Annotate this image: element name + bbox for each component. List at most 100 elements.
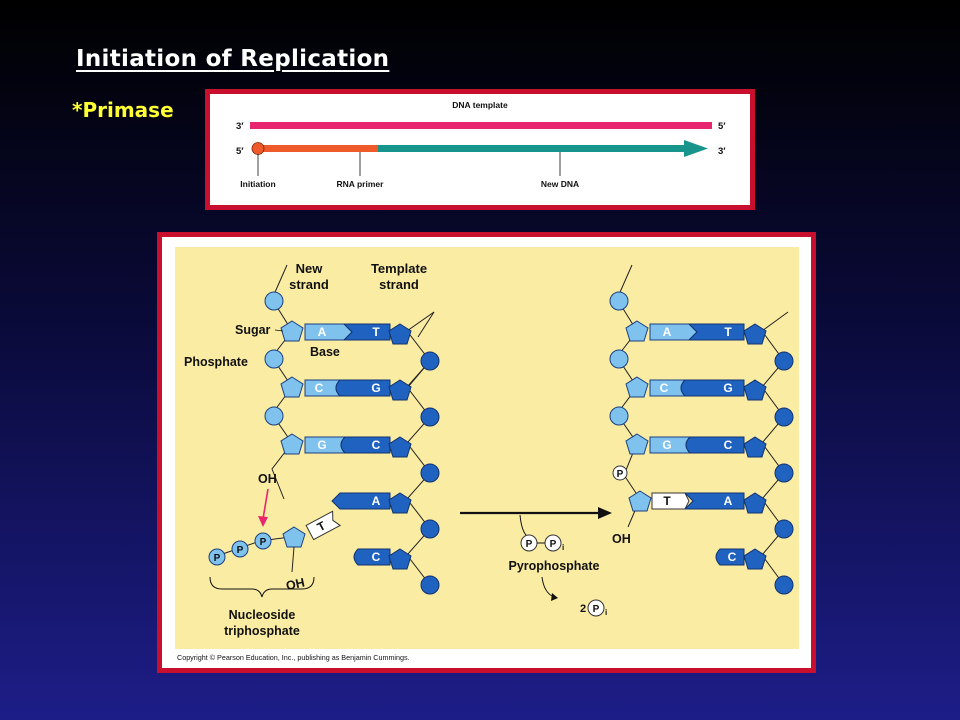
two-label: 2 (580, 603, 586, 615)
phosphate-circle (264, 291, 284, 311)
base-letter: C (315, 381, 324, 395)
template-phosphate (774, 407, 794, 427)
base-letter: C (728, 550, 737, 564)
phosphate-label: Phosphate (184, 355, 248, 369)
template-phosphate (774, 463, 794, 483)
svg-text:P: P (550, 539, 557, 550)
oh-label-right: OH (612, 532, 631, 546)
new-strand-backbone-right (616, 264, 641, 528)
template-sugar (743, 492, 767, 514)
new-bond-phosphate (612, 465, 628, 481)
template-phosphate (774, 351, 794, 371)
rna-primer-label: RNA primer (337, 179, 385, 189)
pyrophosphate-label: Pyrophosphate (509, 559, 600, 573)
template-strand-bar (250, 122, 712, 129)
sugar-pentagon (280, 376, 304, 398)
attack-arrow (262, 488, 269, 520)
base-letter: C (372, 550, 381, 564)
inorganic-phosphate (587, 599, 605, 617)
template-sugar (743, 323, 767, 345)
template-phosphate (774, 575, 794, 595)
phosphate-circle (264, 406, 284, 426)
base-c (340, 436, 391, 454)
pi-subscript: i (562, 543, 564, 552)
template-sugar (743, 436, 767, 458)
rna-primer-bar (258, 145, 378, 152)
dna-template-svg: DNA template 3′ 5′ 5′ 3′ Initiation RNA … (236, 100, 726, 189)
svg-text:P: P (526, 539, 533, 550)
phosphate-circle (264, 349, 284, 369)
triphosphate-brace (209, 576, 315, 598)
new-strand-label-2: strand (289, 277, 329, 292)
pyro-p2 (544, 534, 562, 552)
svg-text:P: P (237, 545, 244, 556)
base-letter: C (724, 438, 733, 452)
svg-text:P: P (593, 604, 600, 615)
initiation-point (251, 142, 265, 155)
template-sugar (388, 379, 412, 401)
nucleotide-addition-svg: New strand Template strand Sugar Phospha… (162, 237, 811, 668)
phosphate-p3 (254, 532, 272, 550)
new-dna-bar (378, 145, 684, 152)
oh-label-left: OH (258, 472, 277, 486)
phosphate-p1 (208, 548, 226, 566)
end-3-top: 3′ (236, 121, 244, 132)
sugar-pentagon (625, 376, 649, 398)
sugar-pentagon (625, 433, 649, 455)
base-a (331, 492, 391, 510)
svg-text:P: P (214, 553, 221, 564)
base-g (680, 379, 745, 397)
template-sugar (388, 436, 412, 458)
base-letter: C (372, 438, 381, 452)
base-letter: G (317, 438, 326, 452)
phosphate-circle (609, 291, 629, 311)
template-sugar (743, 379, 767, 401)
base-c (685, 436, 745, 454)
template-phosphate (420, 575, 440, 595)
base-letter: A (318, 325, 327, 339)
base-letter: C (660, 381, 669, 395)
base-letter: A (663, 325, 672, 339)
template-sugar (388, 323, 412, 345)
slide-title: Initiation of Replication (76, 46, 390, 72)
base-c (715, 548, 745, 566)
template-strand-label-2: strand (379, 277, 419, 292)
primase-bullet: *Primase (72, 98, 174, 122)
sugar-pentagon (628, 490, 652, 512)
template-phosphate (774, 519, 794, 539)
base-label: Base (310, 345, 340, 359)
base-g (335, 379, 391, 397)
dna-template-diagram: DNA template 3′ 5′ 5′ 3′ Initiation RNA … (205, 89, 755, 210)
base-letter: G (662, 438, 671, 452)
base-letter: A (724, 494, 733, 508)
base-t (342, 323, 391, 341)
base-letter: G (371, 381, 380, 395)
template-phosphate (420, 407, 440, 427)
svg-text:P: P (617, 469, 624, 480)
template-phosphate (420, 351, 440, 371)
base-letter: A (372, 494, 381, 508)
phosphate-circle (609, 349, 629, 369)
sugar-label: Sugar (235, 323, 271, 337)
sugar-pentagon (280, 433, 304, 455)
base-letter: T (372, 325, 380, 339)
nucleoside-label-2: triphosphate (224, 624, 300, 638)
copyright-text: Copyright © Pearson Education, Inc., pub… (177, 653, 410, 662)
template-sugar (388, 492, 412, 514)
base-letter: G (723, 381, 732, 395)
base-a (304, 323, 353, 341)
base-letter: T (724, 325, 732, 339)
end-3-bottom: 3′ (718, 146, 726, 157)
initiation-label: Initiation (240, 179, 275, 189)
new-strand-label-1: New (296, 261, 324, 276)
template-strand-label-1: Template (371, 261, 427, 276)
template-phosphate (420, 519, 440, 539)
nucleoside-label-1: Nucleoside (229, 608, 296, 622)
base-t-new (651, 492, 690, 510)
sugar-pentagon (280, 320, 304, 342)
svg-text:P: P (260, 537, 267, 548)
template-phosphate (420, 463, 440, 483)
new-dna-label: New DNA (541, 179, 579, 189)
base-c (353, 548, 391, 566)
base-a (649, 323, 698, 341)
